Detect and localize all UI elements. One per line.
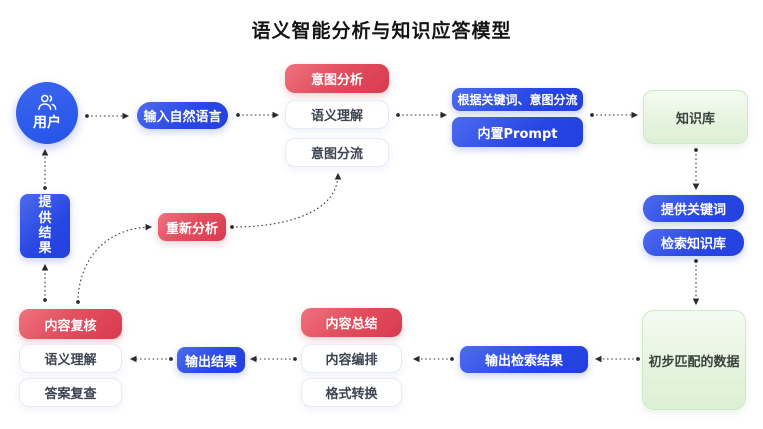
- node-user: 用户: [16, 82, 78, 144]
- node-intent-routing: 意图分流: [285, 138, 389, 167]
- node-content-review-header: 内容复核: [19, 309, 122, 339]
- node-content-arrangement: 内容编排: [301, 344, 402, 373]
- node-semantic-understanding-bottom: 语义理解: [19, 344, 122, 373]
- node-output-result: 输出结果: [177, 347, 245, 373]
- node-answer-recheck: 答案复查: [19, 378, 122, 407]
- node-provide-keywords: 提供关键词: [643, 195, 744, 222]
- node-intent-analysis-header: 意图分析: [285, 64, 389, 93]
- node-input-natural-language: 输入自然语言: [137, 102, 228, 129]
- edge-review-to-reanalyze: [76, 223, 153, 304]
- node-provide-result-label: 提供结果: [38, 195, 52, 257]
- node-content-summary-header: 内容总结: [301, 308, 402, 337]
- diagram-title: 语义智能分析与知识应答模型: [251, 20, 512, 42]
- node-user-label: 用户: [33, 115, 61, 131]
- node-output-search-result: 输出检索结果: [460, 346, 588, 373]
- group-content-review: 内容复核 语义理解 答案复查: [19, 309, 122, 407]
- node-format-conversion: 格式转换: [301, 378, 402, 407]
- node-reanalyze: 重新分析: [158, 213, 226, 241]
- edge-reanalyze-to-intent-routing: [230, 172, 342, 229]
- node-matched-data: 初步匹配的数据: [642, 310, 746, 410]
- node-provide-result: 提供结果: [20, 194, 70, 258]
- group-content-summary: 内容总结 内容编排 格式转换: [301, 308, 402, 407]
- node-builtin-prompt: 内置Prompt: [452, 117, 583, 147]
- node-knowledge-base: 知识库: [643, 90, 748, 144]
- node-keyword-routing: 根据关键词、意图分流: [452, 88, 583, 111]
- group-intent-analysis: 意图分析 语义理解 意图分流: [285, 64, 389, 167]
- users-icon: [36, 94, 58, 111]
- node-search-knowledge-base: 检索知识库: [643, 229, 744, 256]
- node-semantic-understanding-top: 语义理解: [285, 100, 389, 129]
